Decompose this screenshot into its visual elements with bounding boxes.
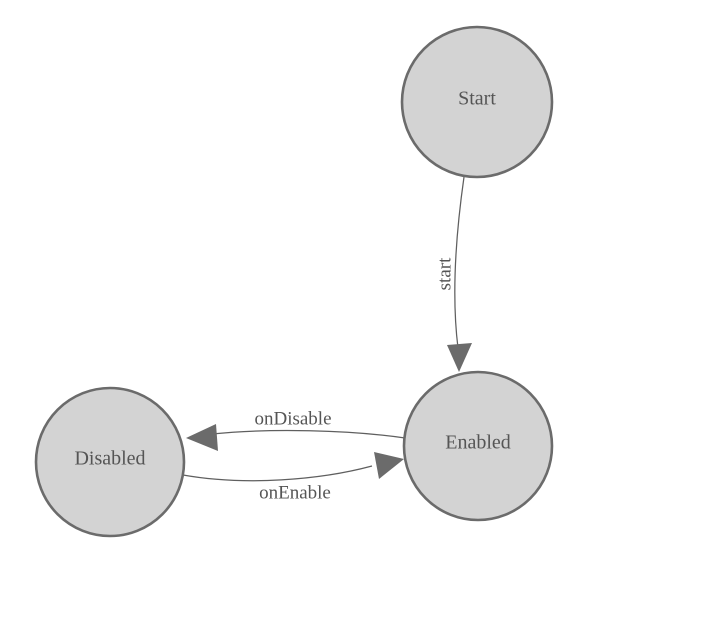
edge-label-start: start [434, 257, 455, 290]
edge-label-onenable: onEnable [259, 482, 331, 503]
arrowhead-down-icon [447, 343, 472, 372]
edge-label-ondisable: onDisable [254, 408, 331, 429]
state-node-disabled[interactable]: Disabled [34, 386, 186, 538]
state-node-start-circle [400, 25, 554, 179]
state-node-start-label: Start [458, 88, 496, 110]
edge-disabled-to-enabled[interactable]: onEnable [182, 452, 404, 503]
state-node-disabled-circle [34, 386, 186, 538]
state-node-enabled-label: Enabled [445, 432, 511, 454]
edge-path-start [454, 176, 465, 349]
edge-start-to-enabled[interactable]: start [434, 176, 472, 372]
arrowhead-right-icon [374, 452, 404, 479]
state-node-start[interactable]: Start [400, 25, 554, 179]
state-node-disabled-label: Disabled [74, 448, 145, 470]
state-node-enabled[interactable]: Enabled [402, 370, 554, 522]
edge-enabled-to-disabled[interactable]: onDisable [186, 408, 406, 451]
arrowhead-left-icon [186, 424, 218, 451]
edge-path-ondisable [211, 429, 406, 439]
edge-path-onenable [182, 465, 373, 482]
state-node-enabled-circle [402, 370, 554, 522]
